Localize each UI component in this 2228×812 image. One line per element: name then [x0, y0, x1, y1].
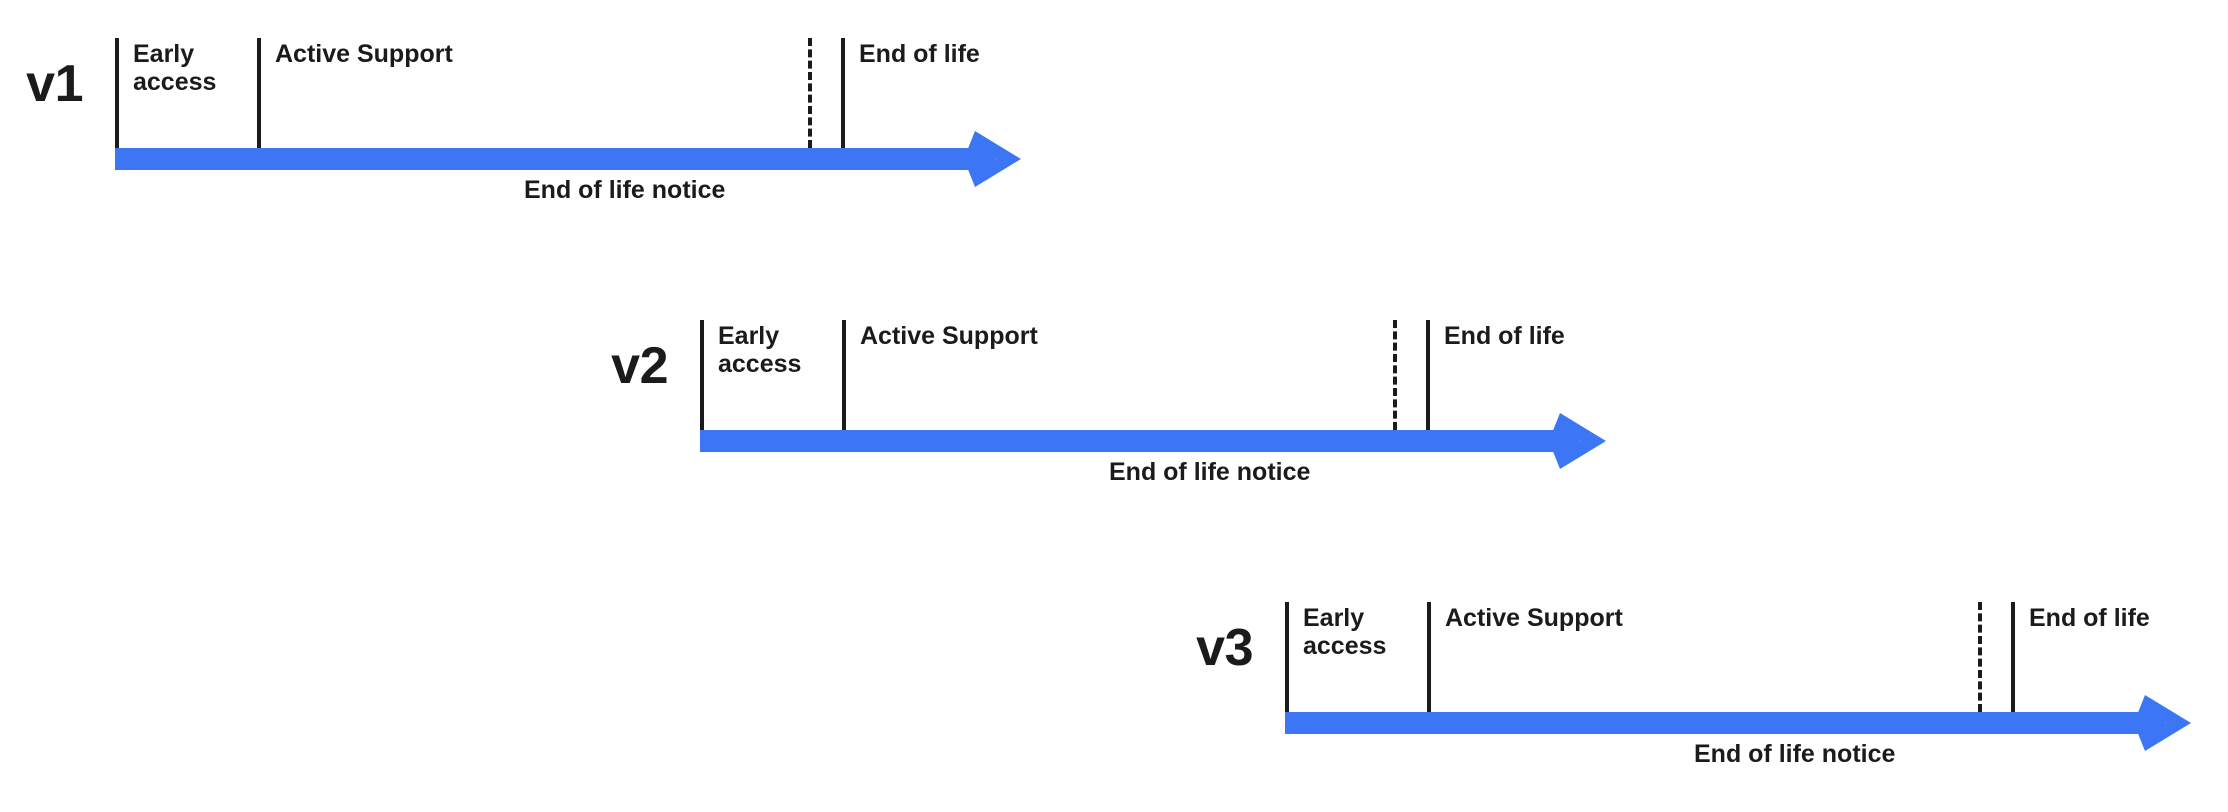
version-label-v2: v2: [611, 337, 668, 395]
phase-divider-active-support-start-v3: [1427, 602, 1431, 712]
phase-label-early-access-v2: Early access: [718, 322, 802, 378]
lifecycle-bar-v1: [115, 148, 995, 170]
phase-label-end-of-life-v3: End of life: [2029, 604, 2150, 632]
phase-divider-active-support-start-v2: [842, 320, 846, 430]
bar-caption-v2: End of life notice: [1109, 458, 1311, 486]
notice-divider-v3: [1978, 602, 1982, 712]
phase-label-active-support-v1: Active Support: [275, 40, 453, 68]
timeline-row-v3: v3 Early access Active Support End of li…: [0, 564, 2228, 794]
notice-divider-v2: [1393, 320, 1397, 430]
lifecycle-bar-arrowhead-v1: [963, 129, 1025, 189]
phase-divider-early-access-start-v2: [700, 320, 704, 430]
notice-divider-v1: [808, 38, 812, 148]
timeline-row-v1: v1 Early access Active Support End of li…: [0, 0, 2228, 230]
bar-caption-v3: End of life notice: [1694, 740, 1896, 768]
lifecycle-bar-arrowhead-v2: [1548, 411, 1610, 471]
lifecycle-bar-arrowhead-v3: [2133, 693, 2195, 753]
phase-divider-end-of-life-start-v3: [2011, 602, 2015, 712]
phase-divider-early-access-start-v1: [115, 38, 119, 148]
lifecycle-bar-v2: [700, 430, 1580, 452]
phase-divider-early-access-start-v3: [1285, 602, 1289, 712]
phase-label-end-of-life-v2: End of life: [1444, 322, 1565, 350]
version-label-v1: v1: [26, 55, 83, 113]
phase-divider-end-of-life-start-v2: [1426, 320, 1430, 430]
phase-divider-active-support-start-v1: [257, 38, 261, 148]
bar-caption-v1: End of life notice: [524, 176, 726, 204]
phase-label-end-of-life-v1: End of life: [859, 40, 980, 68]
timeline-row-v2: v2 Early access Active Support End of li…: [0, 282, 2228, 512]
phase-divider-end-of-life-start-v1: [841, 38, 845, 148]
phase-label-active-support-v3: Active Support: [1445, 604, 1623, 632]
phase-label-early-access-v3: Early access: [1303, 604, 1387, 660]
phase-label-active-support-v2: Active Support: [860, 322, 1038, 350]
lifecycle-bar-v3: [1285, 712, 2165, 734]
version-label-v3: v3: [1196, 619, 1253, 677]
phase-label-early-access-v1: Early access: [133, 40, 217, 96]
